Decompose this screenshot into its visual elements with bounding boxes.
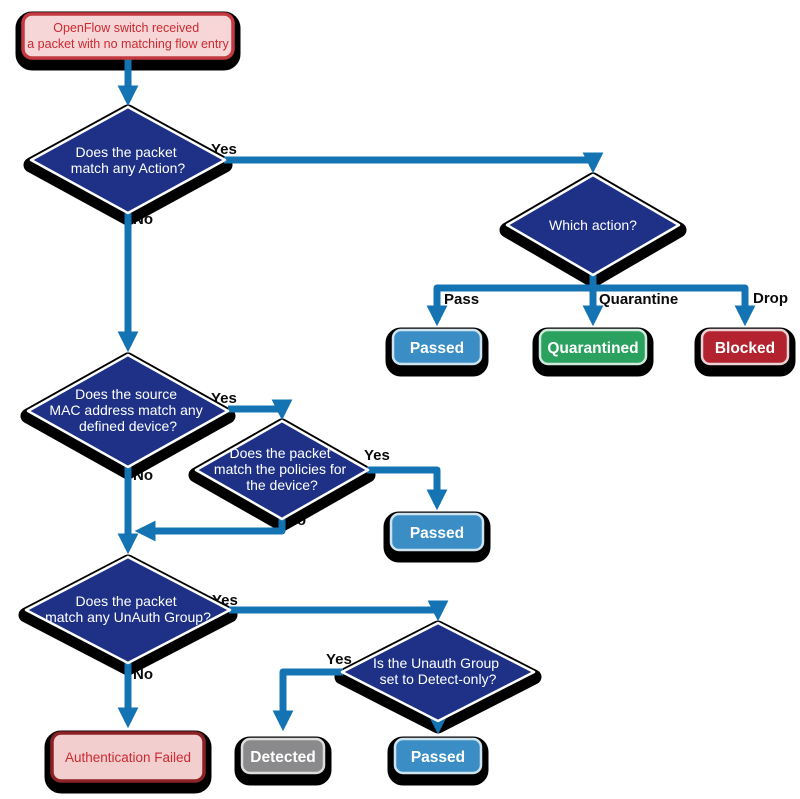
node-auth-failed (50, 731, 206, 783)
node-passed-policy (389, 512, 485, 552)
node-policy-match-label: Does the packet match the policies for t… (214, 445, 350, 493)
node-start (21, 12, 235, 60)
node-blocked (700, 328, 790, 366)
node-match-action-label: Does the packet match any Action? (71, 144, 186, 176)
node-policy-match (194, 419, 370, 521)
node-passed-action-label: Passed (410, 340, 464, 357)
edge-branch-drop (593, 284, 756, 327)
node-detect-only-label: Is the Unauth Group set to Detect-only? (373, 655, 503, 687)
edge-policy-no (134, 518, 286, 542)
node-blocked-label: Blocked (715, 340, 775, 357)
node-start-label: OpenFlow switch received a packet with n… (27, 21, 229, 51)
node-which-action (505, 173, 681, 277)
node-quarantined-label: Quarantined (547, 340, 638, 357)
edges (117, 58, 756, 735)
edge-policy-yes (367, 466, 448, 511)
node-mac-match (26, 353, 230, 469)
node-passed-unauth-label: Passed (411, 749, 465, 766)
node-quarantined (538, 328, 648, 366)
node-which-action-label: Which action? (549, 217, 637, 233)
node-mac-match-label: Does the source MAC address match any de… (49, 386, 206, 434)
edge-label-policy-yes: Yes (364, 447, 390, 464)
edge-detect-yes (272, 668, 343, 732)
edge-unauth-yes (229, 600, 449, 622)
edge-action-yes (224, 152, 604, 174)
node-detected-label: Detected (250, 749, 315, 766)
node-detected (240, 737, 326, 775)
node-passed-policy-label: Passed (410, 525, 464, 542)
node-passed-unauth (393, 737, 483, 775)
nodes: OpenFlow switch received a packet with n… (21, 12, 790, 783)
edge-label-detect-yes: Yes (326, 651, 352, 668)
edge-label-drop: Drop (753, 290, 788, 307)
node-auth-failed-label: Authentication Failed (65, 750, 191, 765)
node-unauth-match-label: Does the packet match any UnAuth Group? (45, 593, 211, 625)
node-detect-only (340, 621, 536, 723)
edge-label-pass: Pass (444, 291, 479, 308)
node-match-action (29, 105, 227, 215)
node-passed-action (391, 328, 483, 366)
edge-label-quarantine: Quarantine (599, 291, 678, 308)
edge-branch-pass (426, 284, 593, 327)
node-unauth-match (24, 555, 232, 665)
edge-mac-yes (228, 399, 293, 421)
